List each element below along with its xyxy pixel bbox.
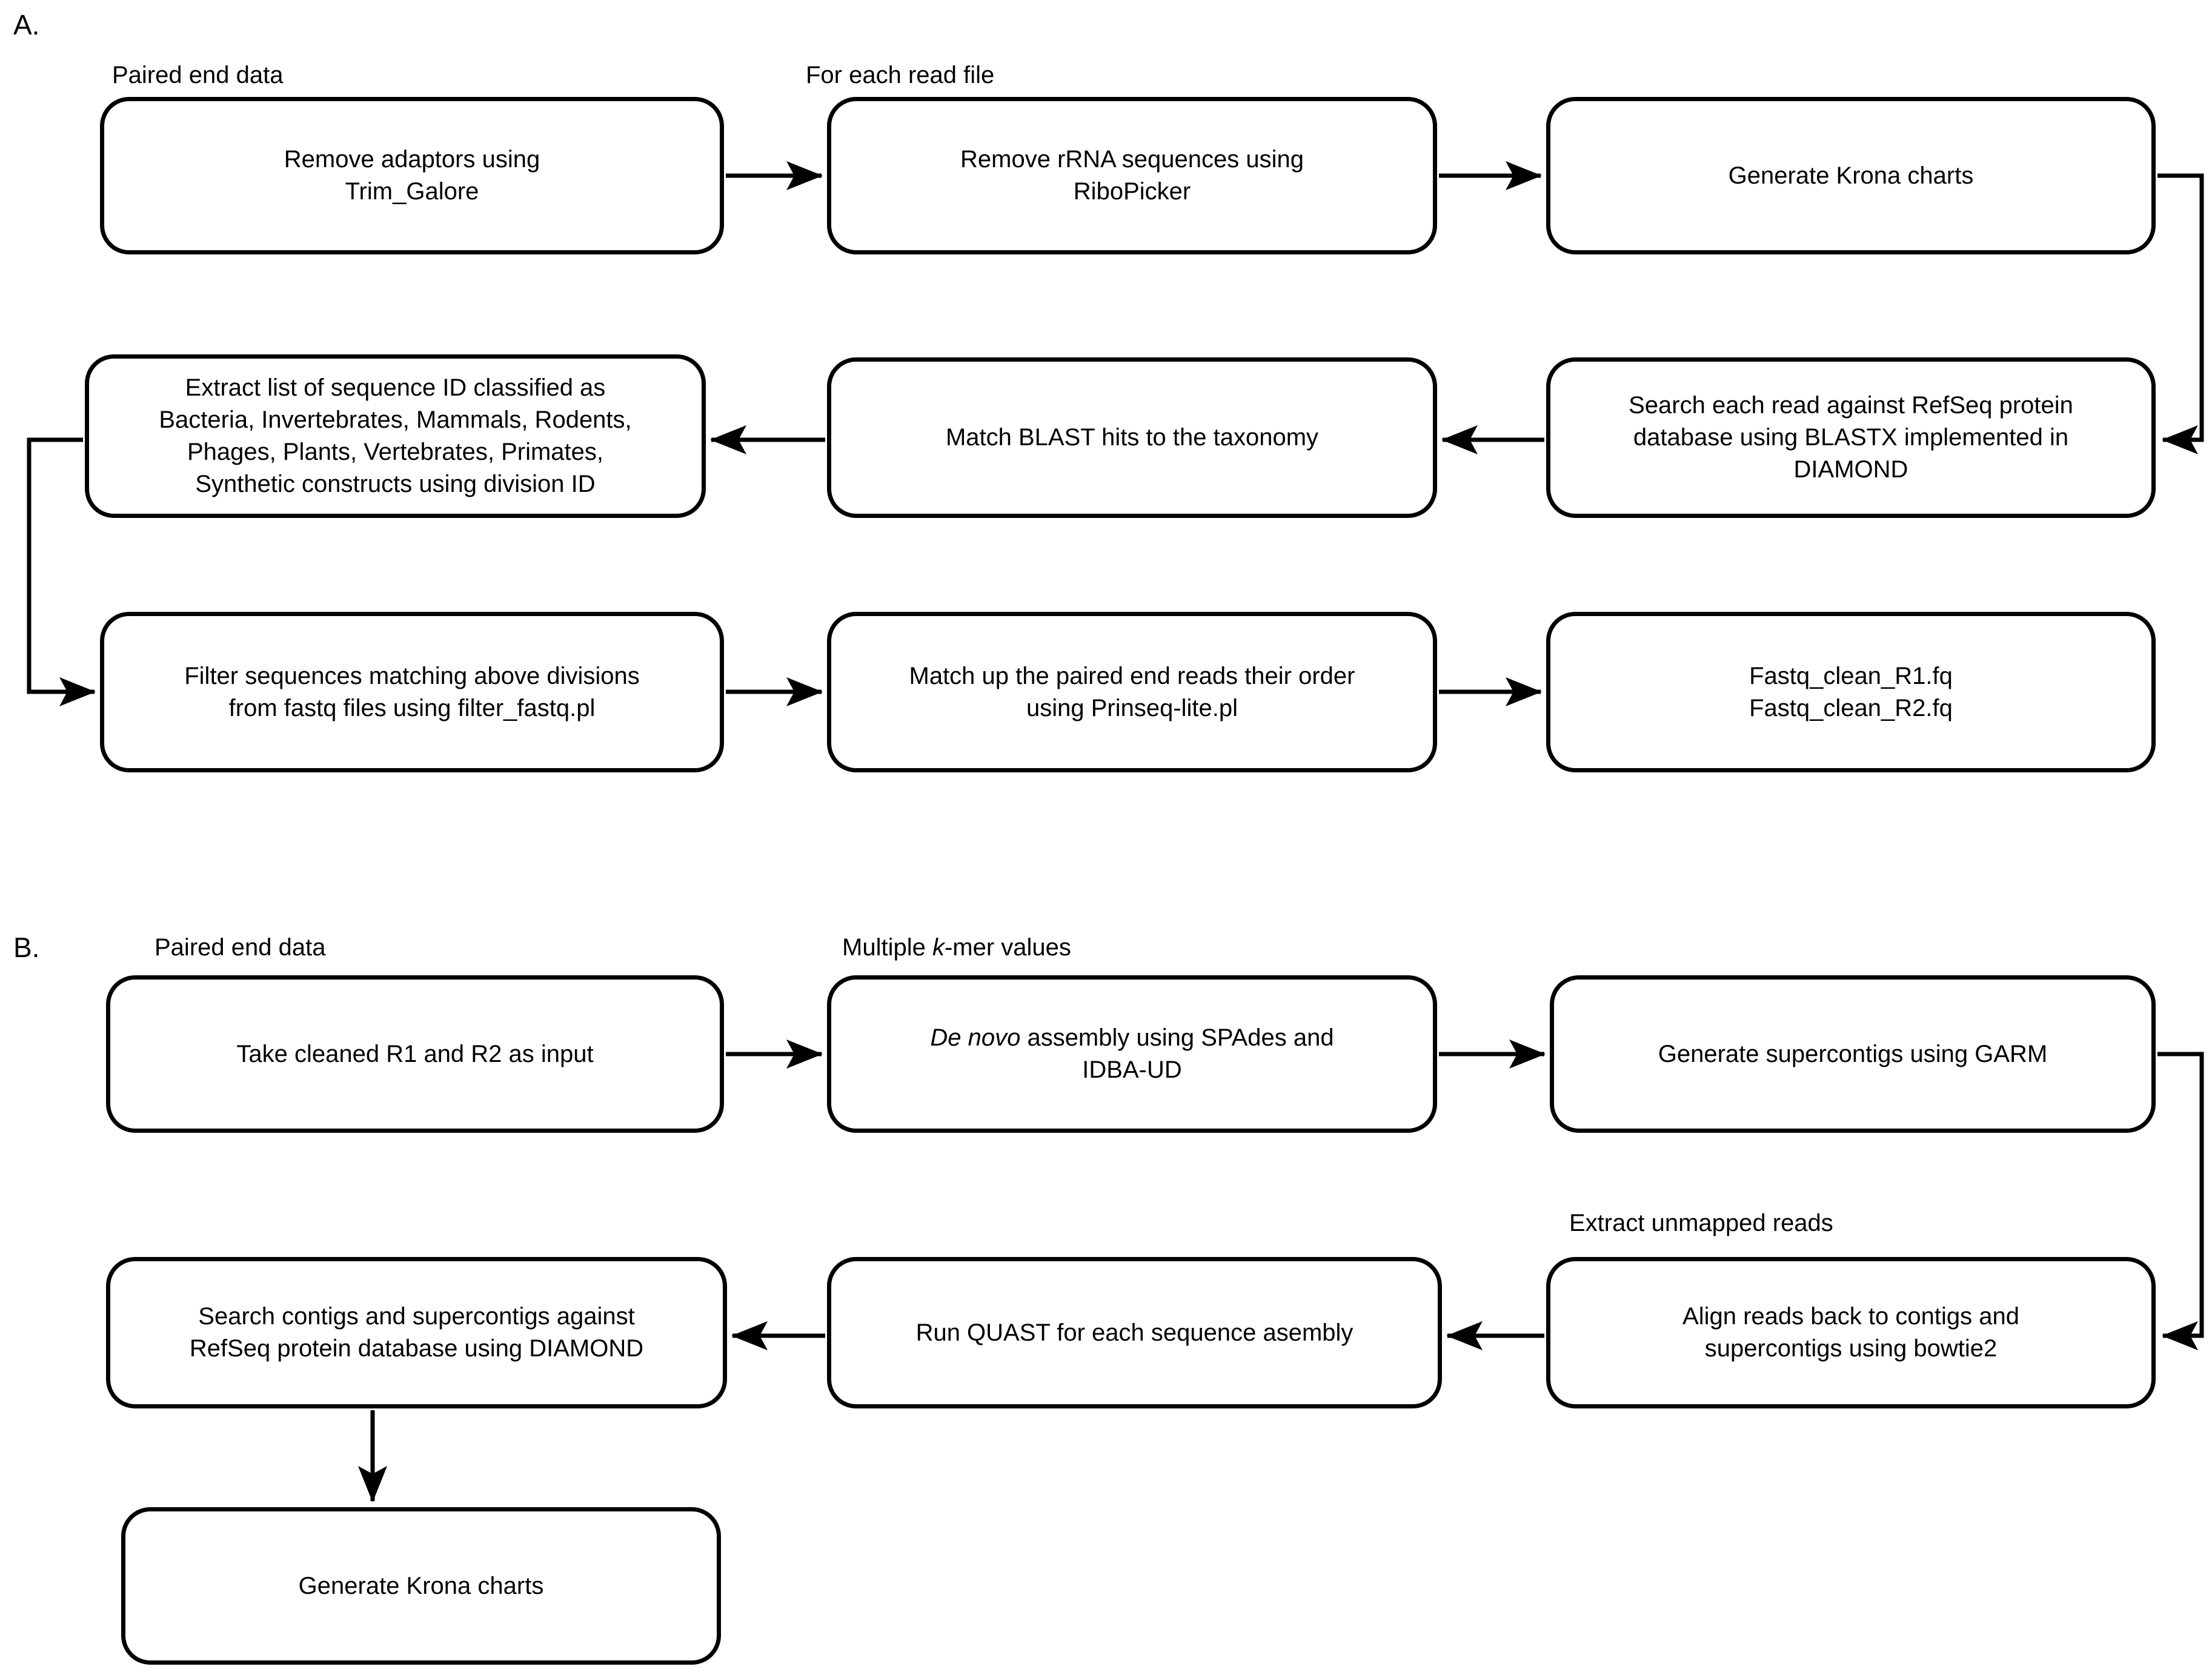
arrow-a6-wrap-to-a7 bbox=[27, 437, 96, 706]
box-search-reads-blastx-diamond: Search each read against RefSeq protein … bbox=[1546, 357, 2156, 518]
box-remove-adaptors: Remove adaptors using Trim_Galore bbox=[100, 97, 724, 254]
box-line: Fastq_clean_R2.fq bbox=[1749, 694, 1953, 721]
box-search-contigs-diamond: Search contigs and supercontigs against … bbox=[106, 1257, 727, 1408]
box-line: Filter sequences matching above division… bbox=[184, 662, 640, 689]
box-line: De novo assembly using SPAdes and bbox=[930, 1022, 1334, 1054]
arrow-b3-wrap-to-b4 bbox=[2157, 1052, 2204, 1350]
annotation-multiple-kmer-italic-k: k bbox=[932, 934, 945, 961]
section-a-label: A. bbox=[13, 9, 40, 41]
arrow-a3-wrap-to-a4 bbox=[2157, 173, 2204, 454]
annotation-paired-end-data-a: Paired end data bbox=[112, 62, 284, 88]
box-line: Synthetic constructs using division ID bbox=[195, 471, 596, 497]
box-line: Search contigs and supercontigs against bbox=[198, 1303, 635, 1330]
box-remove-rrna: Remove rRNA sequences using RiboPicker bbox=[827, 97, 1437, 254]
annotation-extract-unmapped-reads: Extract unmapped reads bbox=[1569, 1210, 1833, 1236]
box-match-paired-end-order: Match up the paired end reads their orde… bbox=[827, 612, 1437, 772]
box-line: Trim_Galore bbox=[345, 178, 479, 205]
annotation-paired-end-data-b: Paired end data bbox=[154, 934, 326, 961]
box-line: from fastq files using filter_fastq.pl bbox=[228, 694, 596, 721]
section-b-label: B. bbox=[13, 932, 40, 963]
box-run-quast: Run QUAST for each sequence asembly bbox=[827, 1257, 1442, 1408]
box-line: Remove adaptors using bbox=[284, 146, 540, 173]
denovo-italic: De novo bbox=[930, 1024, 1021, 1051]
box-line: Align reads back to contigs and bbox=[1682, 1303, 2019, 1330]
box-line: Bacteria, Invertebrates, Mammals, Rodent… bbox=[159, 406, 632, 433]
box-line: IDBA-UD bbox=[1082, 1056, 1182, 1083]
box-line: RefSeq protein database using DIAMOND bbox=[189, 1335, 644, 1362]
box-take-cleaned-input: Take cleaned R1 and R2 as input bbox=[106, 975, 724, 1133]
box-line: Phages, Plants, Vertebrates, Primates, bbox=[187, 439, 603, 465]
box-line: using Prinseq-lite.pl bbox=[1026, 694, 1238, 721]
box-generate-krona-a: Generate Krona charts bbox=[1546, 97, 2156, 254]
box-line: Generate supercontigs using GARM bbox=[1658, 1040, 2048, 1067]
box-fastq-clean-output: Fastq_clean_R1.fq Fastq_clean_R2.fq bbox=[1546, 612, 2156, 772]
box-line: DIAMOND bbox=[1793, 456, 1908, 483]
box-generate-krona-b: Generate Krona charts bbox=[121, 1507, 721, 1665]
box-line: Generate Krona charts bbox=[298, 1572, 544, 1599]
box-line: Search each read against RefSeq protein bbox=[1629, 392, 2073, 419]
box-align-reads-bowtie2: Align reads back to contigs and supercon… bbox=[1546, 1257, 2156, 1408]
box-line: supercontigs using bowtie2 bbox=[1704, 1335, 1998, 1362]
box-line: Generate Krona charts bbox=[1728, 162, 1974, 189]
box-line: Extract list of sequence ID classified a… bbox=[185, 374, 606, 401]
box-line: Run QUAST for each sequence asembly bbox=[915, 1319, 1353, 1346]
box-match-blast-taxonomy: Match BLAST hits to the taxonomy bbox=[827, 357, 1437, 518]
box-extract-sequence-ids: Extract list of sequence ID classified a… bbox=[85, 354, 706, 518]
box-generate-supercontigs: Generate supercontigs using GARM bbox=[1550, 975, 2156, 1133]
box-line: RiboPicker bbox=[1073, 178, 1191, 205]
box-line: database using BLASTX implemented in bbox=[1633, 424, 2069, 451]
annotation-multiple-kmer-suffix: -mer values bbox=[944, 934, 1071, 961]
box-line: Match BLAST hits to the taxonomy bbox=[945, 424, 1319, 451]
annotation-multiple-kmer-prefix: Multiple bbox=[842, 934, 932, 961]
denovo-rest: assembly using SPAdes and bbox=[1020, 1024, 1334, 1051]
box-line: Remove rRNA sequences using bbox=[960, 146, 1304, 173]
box-line: Fastq_clean_R1.fq bbox=[1749, 662, 1953, 689]
annotation-for-each-read-file: For each read file bbox=[806, 62, 995, 88]
box-line: Match up the paired end reads their orde… bbox=[909, 662, 1355, 689]
box-line: Take cleaned R1 and R2 as input bbox=[236, 1040, 594, 1067]
box-denovo-assembly: De novo assembly using SPAdes and IDBA-U… bbox=[827, 975, 1437, 1133]
box-filter-sequences: Filter sequences matching above division… bbox=[100, 612, 724, 772]
annotation-multiple-kmer-values: Multiple k-mer values bbox=[842, 933, 1071, 962]
